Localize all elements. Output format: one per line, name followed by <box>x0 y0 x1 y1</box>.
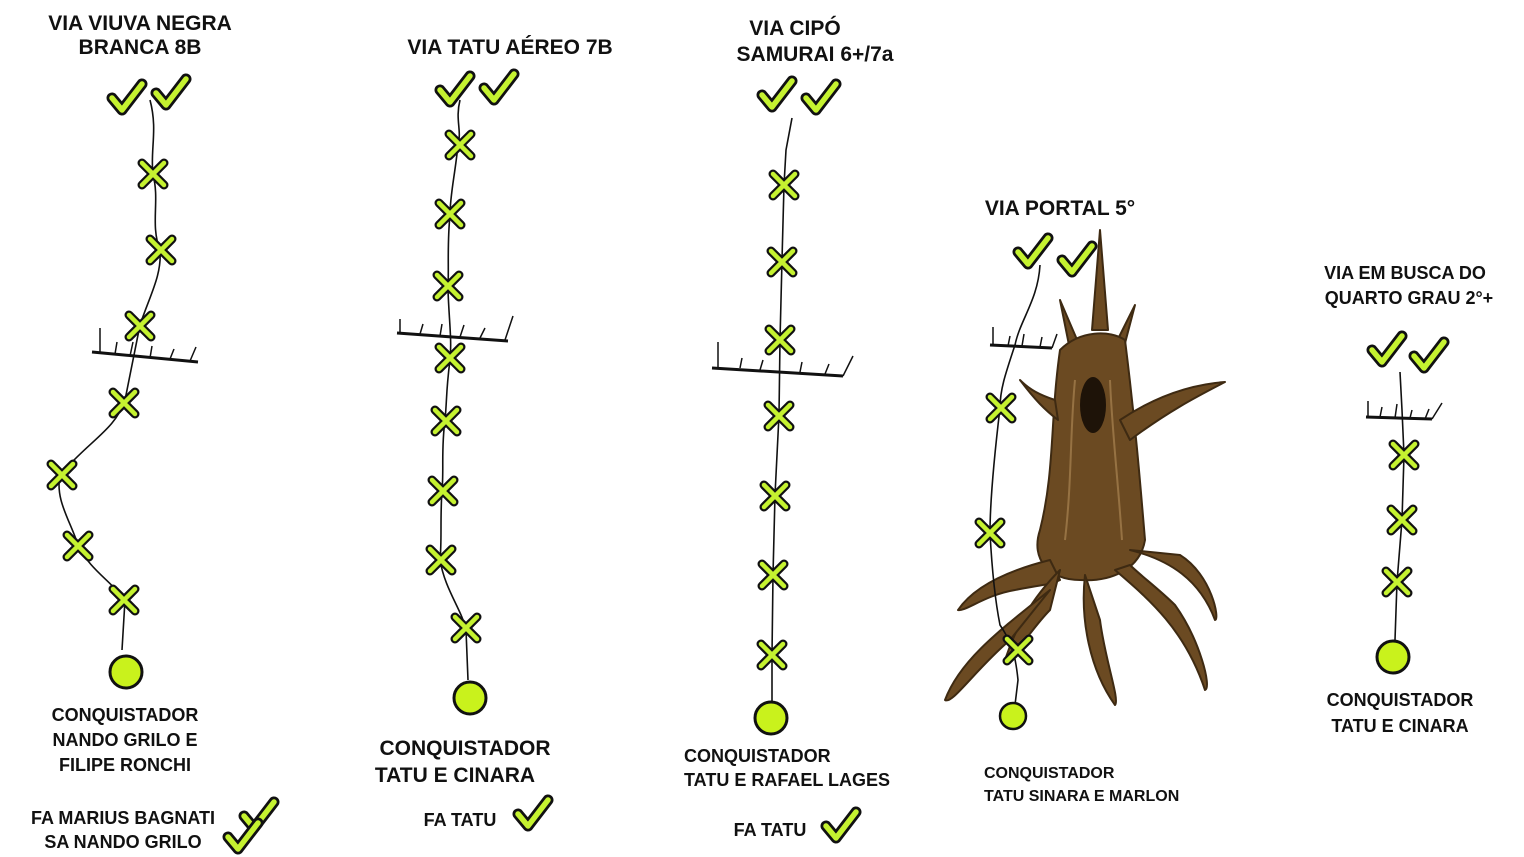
check-icon <box>440 76 470 102</box>
bolt-x-icon <box>51 464 73 486</box>
tree-illustration <box>944 229 1226 706</box>
bolt-x-icon <box>150 239 172 261</box>
route-3-credit-line1: CONQUISTADOR <box>684 746 831 766</box>
bolt-x-icon <box>67 535 89 557</box>
route-2-credit-line2: TATU E CINARA <box>374 764 536 787</box>
route-4-credit-line2: TATU SINARA E MARLON <box>984 788 1180 805</box>
route-3-topo <box>711 81 856 838</box>
route-5-title-line2: QUARTO GRAU 2°+ <box>1324 288 1494 308</box>
check-icon <box>484 74 514 100</box>
ledge-icon <box>91 328 199 364</box>
route-1-credit-line2: NANDO GRILO E <box>52 730 198 750</box>
bolt-x-icon <box>129 315 151 337</box>
route-2-fa: FA TATU <box>423 810 497 830</box>
route-3-fa: FA TATU <box>733 820 807 840</box>
route-4-line <box>989 264 1041 706</box>
route-1-title-line2: BRANCA 8B <box>78 36 202 59</box>
route-4-title: VIA PORTAL 5° <box>984 197 1136 220</box>
anchor-circle-icon <box>452 680 488 716</box>
check-icon <box>518 800 548 826</box>
route-2-title: VIA TATU AÉREO 7B <box>407 36 613 59</box>
route-3-title-line1: VIA CIPÓ <box>749 17 841 40</box>
route-4-topo <box>979 238 1092 731</box>
anchor-circle-icon <box>753 700 789 736</box>
route-5-line <box>1394 371 1405 641</box>
ledge-icon <box>1365 401 1443 421</box>
check-icon <box>112 84 142 110</box>
bolt-x-icon <box>449 134 471 156</box>
route-5-topo <box>1365 336 1444 675</box>
route-1-credit-line3: FILIPE RONCHI <box>58 755 191 775</box>
anchor-circle-icon <box>1375 639 1411 675</box>
route-1-credit-line1: CONQUISTADOR <box>51 705 199 725</box>
check-icon <box>156 79 186 105</box>
route-3-credit-line2: TATU E RAFAEL LAGES <box>684 770 891 790</box>
ledge-icon <box>711 342 854 378</box>
route-4-credit-line1: CONQUISTADOR <box>984 765 1115 782</box>
route-1-topo <box>51 79 274 849</box>
route-3-title-line2: SAMURAI 6+/7a <box>736 43 894 66</box>
check-icon <box>826 812 856 838</box>
check-icon <box>1414 342 1444 368</box>
check-icon <box>1018 238 1048 264</box>
check-icon <box>762 81 792 107</box>
route-2-topo <box>396 74 548 826</box>
route-2-line <box>439 99 469 681</box>
ledge-icon <box>989 327 1058 350</box>
ledge-icon <box>396 315 514 343</box>
route-2-credit-line1: CONQUISTADOR <box>379 737 551 760</box>
route-1-fa-line1: FA MARIUS BAGNATI <box>31 808 215 828</box>
anchor-circle-icon <box>998 701 1028 731</box>
check-icon <box>1372 336 1402 362</box>
check-icon <box>1062 246 1092 272</box>
check-icon <box>806 84 836 110</box>
route-5-credit-line2: TATU E CINARA <box>1331 716 1469 736</box>
route-1-title-line1: VIA VIUVA NEGRA <box>48 12 232 35</box>
anchor-circle-icon <box>108 654 144 690</box>
bolt-x-icon <box>113 392 135 414</box>
route-5-title-line1: VIA EM BUSCA DO <box>1324 263 1486 283</box>
route-3-line <box>771 117 793 705</box>
route-5-credit-line1: CONQUISTADOR <box>1326 690 1474 710</box>
route-1-fa-line2: SA NANDO GRILO <box>44 832 202 852</box>
